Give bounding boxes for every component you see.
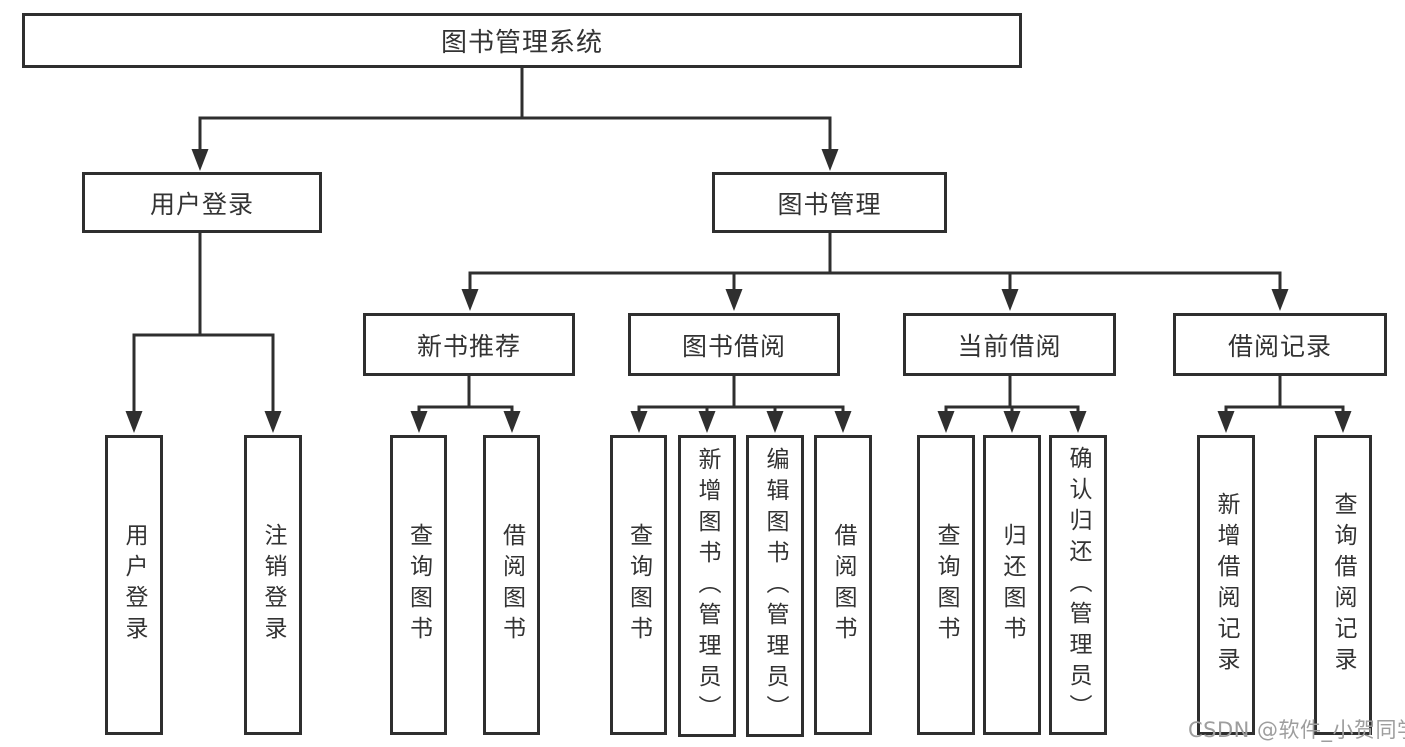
leaf-label: 新增借阅记录: [1213, 492, 1239, 678]
leaf-query-books-borrowing: 查询图书: [610, 435, 667, 735]
node-book-management-label: 图书管理: [777, 189, 882, 219]
csdn-watermark: CSDN @软件_小贺同学: [1188, 718, 1405, 742]
leaf-add-books-admin: 新增图书（管理员）: [678, 435, 736, 737]
node-book-borrowing-label: 图书借阅: [681, 331, 786, 361]
leaf-label: 确认归还（管理员）: [1065, 445, 1091, 725]
node-book-borrowing: 图书借阅: [628, 313, 840, 376]
leaf-label: 借阅图书: [498, 523, 525, 647]
node-new-book-recommendation: 新书推荐: [363, 313, 575, 376]
leaf-return-books: 归还图书: [983, 435, 1041, 735]
leaf-label: 查询借阅记录: [1330, 492, 1356, 678]
connector-records-rail: [1224, 405, 1345, 414]
leaf-label: 编辑图书（管理员）: [762, 446, 788, 726]
leaf-label: 注销登录: [260, 523, 286, 647]
connector-borrow-rail: [637, 405, 845, 414]
connector-userlogin-rail: [132, 333, 275, 413]
leaf-query-books-recommend: 查询图书: [390, 435, 447, 735]
connector-bookmgmt-rail: [468, 271, 1282, 295]
leaf-logout: 注销登录: [244, 435, 302, 735]
connector-newbook-rail: [417, 405, 514, 414]
leaf-label: 新增图书（管理员）: [694, 446, 720, 726]
leaf-query-books-current: 查询图书: [917, 435, 975, 735]
leaf-confirm-return-admin: 确认归还（管理员）: [1049, 435, 1107, 735]
arrowheads: [125, 149, 1352, 433]
leaf-borrow-books-recommend: 借阅图书: [483, 435, 540, 735]
leaf-label: 查询图书: [625, 523, 652, 647]
leaf-edit-books-admin: 编辑图书（管理员）: [746, 435, 804, 737]
leaf-borrow-books: 借阅图书: [814, 435, 872, 735]
leaf-add-borrow-record: 新增借阅记录: [1197, 435, 1255, 735]
node-user-login-label: 用户登录: [149, 189, 254, 219]
leaf-label: 查询图书: [405, 523, 432, 647]
leaf-query-borrow-record: 查询借阅记录: [1314, 435, 1372, 735]
node-root-label: 图书管理系统: [440, 28, 603, 58]
node-user-login: 用户登录: [82, 172, 322, 233]
leaf-label: 借阅图书: [830, 523, 856, 647]
leaf-label: 归还图书: [999, 523, 1025, 647]
node-new-book-recommendation-label: 新书推荐: [416, 331, 521, 361]
node-borrowing-records-label: 借阅记录: [1227, 331, 1332, 361]
leaf-label: 用户登录: [121, 523, 147, 647]
connector-root-rail: [198, 116, 832, 153]
node-borrowing-records: 借阅记录: [1173, 313, 1387, 376]
node-current-borrowing-label: 当前借阅: [957, 331, 1062, 361]
node-current-borrowing: 当前借阅: [903, 313, 1116, 376]
node-book-management: 图书管理: [712, 172, 947, 233]
leaf-label: 查询图书: [933, 523, 959, 647]
node-root: 图书管理系统: [22, 13, 1022, 68]
leaf-user-login: 用户登录: [105, 435, 163, 735]
